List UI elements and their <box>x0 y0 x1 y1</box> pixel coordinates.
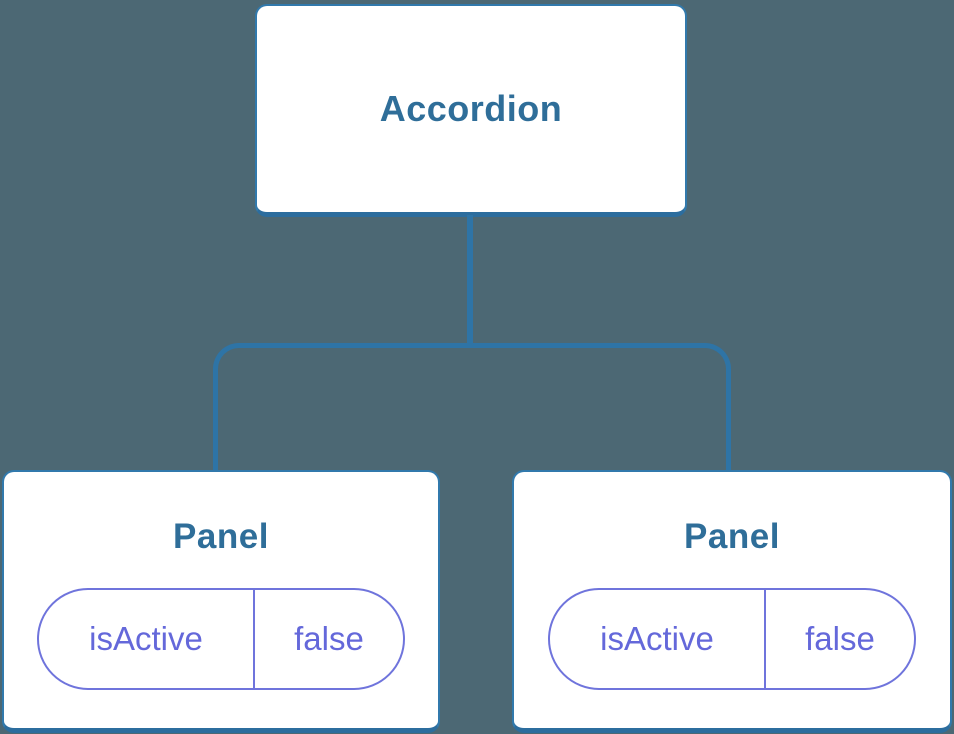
state-key: isActive <box>39 590 255 688</box>
panel-node-label: Panel <box>173 517 269 556</box>
panel-node-right: Panel isActive false <box>512 470 952 733</box>
state-value: false <box>805 620 875 657</box>
accordion-node-label: Accordion <box>379 88 563 129</box>
panel-node-label: Panel <box>684 517 780 556</box>
accordion-node: Accordion <box>255 4 687 217</box>
panel-node-left: Panel isActive false <box>2 470 440 733</box>
state-key: isActive <box>550 590 766 688</box>
state-value: false <box>294 620 364 657</box>
state-badge: isActive false <box>37 588 405 690</box>
branch-connector <box>213 343 731 471</box>
root-connector-line <box>467 215 473 345</box>
state-badge: isActive false <box>548 588 916 690</box>
